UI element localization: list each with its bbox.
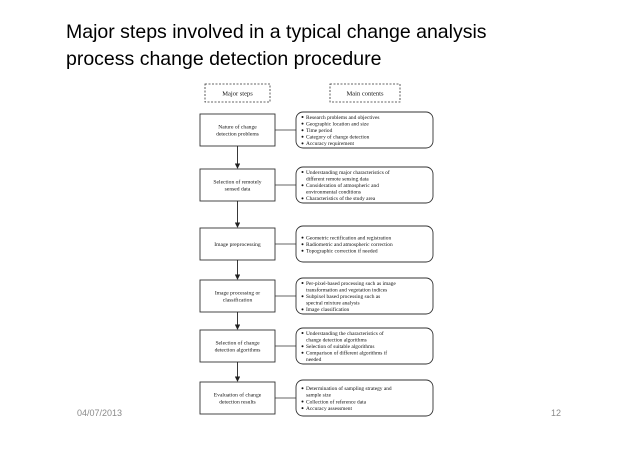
content-item: Understanding major characteristics of (306, 169, 390, 176)
bullet-dot (301, 197, 304, 200)
bullet-dot (301, 184, 304, 187)
step-label: Image preprocessing (214, 242, 261, 248)
bullet-dot (301, 135, 304, 138)
footer-date: 04/07/2013 (77, 408, 123, 418)
bullet-dot (301, 400, 304, 403)
bullet-dot (301, 332, 304, 334)
content-item: Category of change detection (306, 134, 370, 141)
bullet-dot (301, 308, 304, 311)
content-item: different remote sensing data (306, 175, 369, 182)
content-item: Collection of reference data (306, 398, 367, 405)
step-box (199, 279, 276, 313)
bullet-dot (301, 116, 304, 118)
bullet-dot (301, 345, 304, 348)
step-box (199, 227, 276, 261)
step-label: Image processing or (215, 291, 260, 297)
major-steps-header: Major steps (222, 91, 253, 98)
bullet-dot (301, 171, 304, 173)
content-item: Geographic location and size (306, 121, 369, 127)
bullet-dot (301, 129, 304, 132)
main-contents-header-box (329, 83, 401, 103)
content-item: sample size (306, 393, 332, 399)
content-item: Subpixel based processing such as (306, 294, 380, 300)
content-item: spectral mixture analysis (306, 301, 360, 307)
slide-title-line-2: process change detection procedure (66, 48, 382, 70)
step-box (199, 113, 276, 147)
content-item: Topographic correction if needed (306, 248, 378, 255)
main-contents-header: Main contents (346, 91, 383, 98)
slide-title: Major steps involved in a typical change… (66, 19, 626, 73)
content-item: transformation and vegetation indices (306, 286, 387, 293)
step-label: sensed data (225, 187, 251, 193)
step-label: detection problems (216, 132, 259, 138)
major-steps-header-box (204, 83, 271, 103)
content-item: environmental conditions (306, 190, 361, 196)
content-item: Per-pixel-based processing such as image (306, 281, 396, 287)
step-label: Evaluation of change (214, 392, 262, 399)
step-box (199, 381, 276, 415)
page-number: 12 (551, 408, 562, 418)
content-item: Image classification (306, 306, 350, 313)
step-label: detection results (219, 400, 256, 406)
bullet-dot (301, 387, 304, 390)
step-label: Selection of remotely (213, 179, 261, 186)
bullet-dot (301, 243, 304, 246)
content-item: Characteristics of the study area (306, 195, 376, 202)
flow-step-3: Image preprocessing Geometric rectificati… (199, 225, 434, 263)
slide-title-line-1: Major steps involved in a typical change… (66, 21, 487, 43)
bullet-dot (301, 282, 304, 284)
content-item: Selection of suitable algorithms (306, 343, 374, 350)
content-item: Determination of sampling strategy and (306, 385, 392, 392)
bullet-dot (301, 351, 304, 354)
content-item: Research problems and objectives (306, 115, 380, 121)
content-item: Understanding the characteristics of (306, 330, 384, 337)
content-item: Geometric rectification and registration (306, 234, 391, 241)
content-item: needed (306, 357, 322, 363)
content-item: Accuracy assessment (306, 406, 352, 412)
step-label: detection algorithms (215, 348, 261, 354)
bullet-dot (301, 407, 304, 410)
content-item: Comparison of different algorithms if (306, 350, 387, 357)
bullet-dot (301, 122, 304, 125)
content-item: Accuracy requirement (306, 141, 355, 147)
content-item: Consideration of atmospheric and (306, 182, 379, 189)
bullet-dot (301, 249, 304, 252)
content-item: change detection algorithms (306, 337, 367, 343)
bullet-dot (301, 142, 304, 145)
bullet-dot (301, 295, 304, 298)
bullet-dot (301, 236, 304, 239)
step-label: Nature of change (218, 124, 257, 131)
step-label: classification (223, 297, 253, 304)
content-item: Time period (306, 128, 333, 134)
step-label: Selection of change (215, 340, 260, 347)
content-item: Radiometric and atmospheric correction (306, 242, 393, 248)
